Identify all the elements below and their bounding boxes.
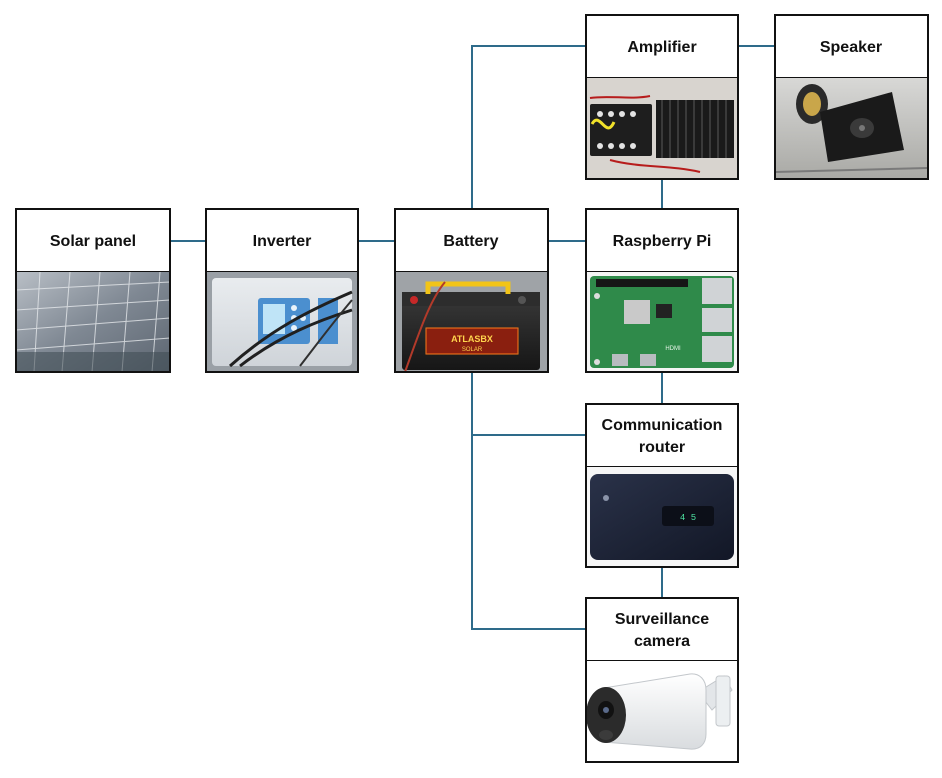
connectors [170, 45, 775, 630]
connector-battery-camera [471, 435, 586, 630]
camera-label-line1: Surveillance [615, 611, 709, 628]
router-frame [585, 403, 739, 568]
inverter-label: Inverter [253, 233, 312, 250]
speaker-image [774, 78, 929, 179]
router-label-line1: Communication [602, 417, 723, 434]
camera-frame [585, 597, 739, 763]
inverter-frame [205, 208, 359, 373]
router-label-box [585, 403, 739, 468]
battery-brand-sub: SOLAR [462, 347, 483, 353]
camera-label-line2: camera [634, 633, 690, 650]
amplifier-image [586, 78, 738, 179]
connector-battery-amplifier [471, 45, 586, 209]
node-solar-panel: Solar panel [15, 208, 171, 373]
battery-frame [394, 208, 549, 373]
raspberry-pi-label-box [585, 208, 739, 273]
node-battery: Battery ATLASBX SOLAR [394, 208, 549, 373]
router-image: 4 5 [586, 467, 738, 567]
battery-label: Battery [443, 233, 498, 250]
raspberry-pi-port-text: HDMI [665, 346, 681, 352]
speaker-label: Speaker [820, 39, 882, 56]
inverter-image [206, 272, 358, 372]
raspberry-pi-image: HDMI [586, 272, 738, 372]
battery-image: ATLASBX SOLAR [395, 272, 548, 373]
solar-panel-frame [15, 208, 171, 373]
battery-brand-text: ATLASBX [451, 334, 493, 344]
speaker-label-box [774, 14, 929, 79]
connector-battery-router [471, 372, 586, 436]
node-communication-router: Communication router 4 5 [585, 403, 739, 568]
amplifier-label: Amplifier [627, 39, 696, 56]
raspberry-pi-frame [585, 208, 739, 373]
node-raspberry-pi: Raspberry Pi HDMI [585, 208, 739, 373]
router-label-line2: router [639, 439, 685, 456]
camera-label-box [585, 597, 739, 662]
node-speaker: Speaker [774, 14, 929, 180]
node-inverter: Inverter [205, 208, 359, 373]
node-surveillance-camera: Surveillance camera [585, 597, 739, 763]
raspberry-pi-label: Raspberry Pi [613, 233, 712, 250]
inverter-label-box [205, 208, 359, 273]
solar-panel-image [15, 271, 171, 373]
solar-panel-label: Solar panel [50, 233, 136, 250]
speaker-frame [774, 14, 929, 180]
router-display-text: 4 5 [680, 513, 696, 523]
node-amplifier: Amplifier [585, 14, 739, 180]
camera-image [586, 661, 738, 762]
amplifier-frame [585, 14, 739, 180]
